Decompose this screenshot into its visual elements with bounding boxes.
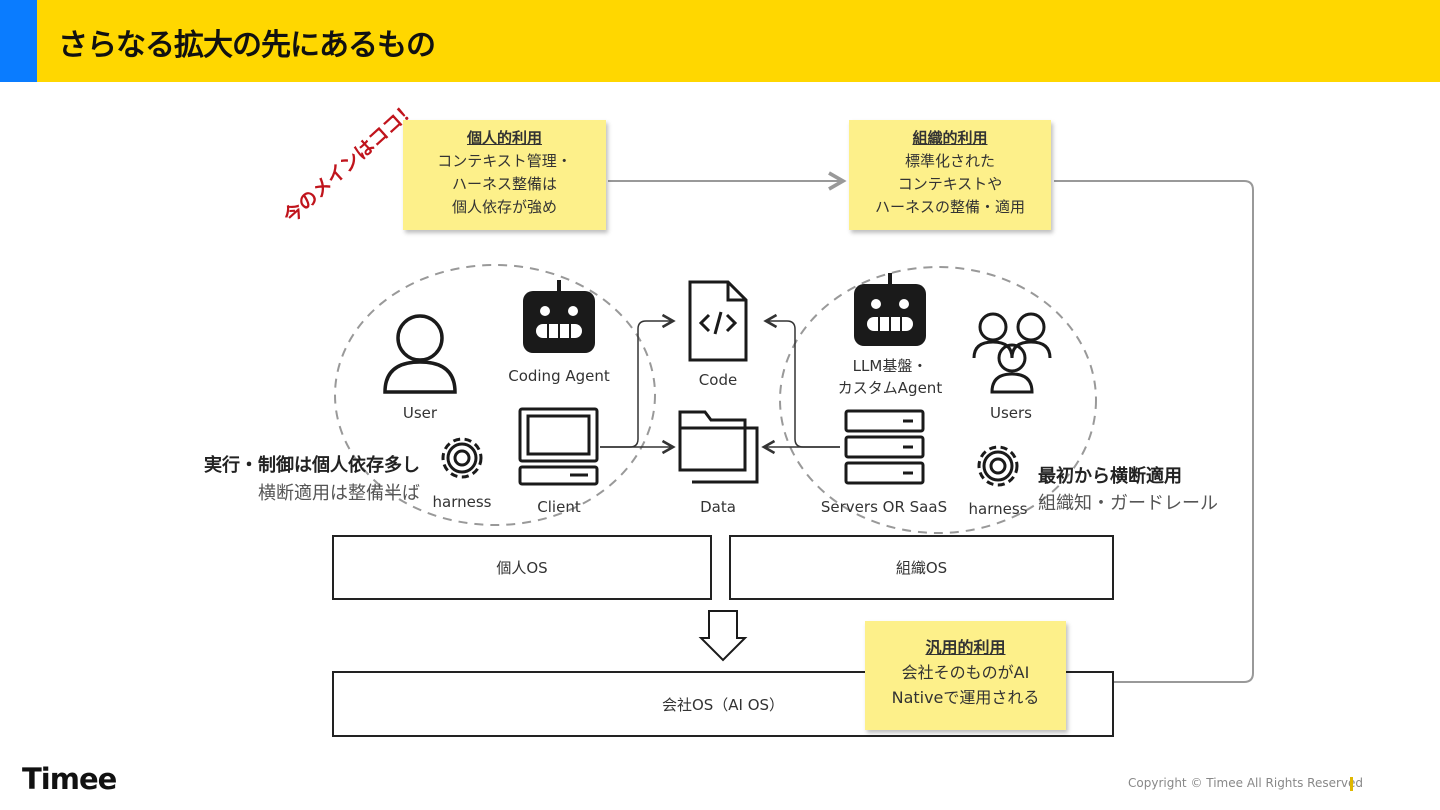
right-note-bold: 最初から横断適用	[1038, 466, 1182, 487]
servers-icon	[844, 409, 925, 485]
down-arrow-icon	[698, 610, 748, 662]
harness-label-right: harness	[968, 500, 1028, 518]
sticky-line: Nativeで運用される	[891, 688, 1040, 707]
gear-icon-right	[977, 445, 1019, 487]
sticky-heading: 汎用的利用	[925, 638, 1006, 657]
servers-label: Servers OR SaaS	[820, 498, 948, 516]
sticky-line: 個人依存が強め	[451, 198, 557, 216]
page-title: さらなる拡大の先にあるもの	[58, 28, 436, 63]
org-os-label: 組織OS	[895, 559, 948, 577]
sticky-line: 会社そのものがAI	[901, 663, 1030, 682]
folder-icon	[678, 410, 759, 484]
header-bar	[0, 0, 1440, 82]
users-icon	[972, 312, 1052, 394]
users-label: Users	[989, 404, 1032, 422]
client-label: Client	[537, 498, 581, 516]
robot-icon	[523, 280, 595, 353]
user-label: User	[402, 404, 438, 422]
org-cluster-outline	[779, 266, 1097, 534]
sticky-line: ハーネス整備は	[451, 175, 557, 193]
sticky-personal-use: 個人的利用 コンテキスト管理・ ハーネス整備は 個人依存が強め	[403, 120, 606, 230]
timee-logo: Timee	[22, 762, 117, 796]
user-icon	[383, 314, 457, 394]
sticky-heading: 組織的利用	[912, 129, 988, 147]
header-accent	[0, 0, 37, 82]
arrow-org-to-general	[1054, 180, 1254, 692]
sticky-organizational-use: 組織的利用 標準化された コンテキストや ハーネスの整備・適用	[849, 120, 1051, 230]
org-os-box: 組織OS	[729, 535, 1114, 600]
sticky-line: コンテキスト管理・	[437, 152, 572, 170]
left-note-normal: 横断適用は整備半ば	[258, 483, 420, 504]
copyright-text: Copyright © Timee All Rights Reserved	[1128, 776, 1364, 790]
coding-agent-label: Coding Agent	[508, 367, 610, 385]
llm-label-line2: カスタムAgent	[837, 379, 943, 397]
company-os-label: 会社OS（AI OS）	[661, 695, 785, 714]
right-note-normal: 組織知・ガードレール	[1038, 493, 1218, 514]
sticky-line: 標準化された	[904, 152, 995, 170]
llm-label-line1: LLM基盤・	[852, 357, 928, 375]
sticky-heading: 個人的利用	[466, 129, 542, 147]
monitor-icon	[518, 407, 599, 486]
data-label: Data	[700, 498, 736, 516]
sticky-general-use: 汎用的利用 会社そのものがAI Nativeで運用される	[865, 621, 1066, 730]
left-note-bold: 実行・制御は個人依存多し	[204, 455, 420, 476]
sticky-line: コンテキストや	[897, 175, 1003, 193]
code-file-icon	[688, 280, 748, 362]
personal-cluster-outline	[334, 264, 656, 526]
code-label: Code	[698, 371, 738, 389]
gear-icon	[441, 437, 483, 479]
personal-os-label: 個人OS	[496, 559, 548, 577]
personal-os-box: 個人OS	[332, 535, 712, 600]
sticky-line: ハーネスの整備・適用	[874, 198, 1025, 216]
copyright-bar	[1350, 777, 1353, 791]
harness-label: harness	[432, 493, 492, 511]
llm-robot-icon	[854, 273, 926, 346]
